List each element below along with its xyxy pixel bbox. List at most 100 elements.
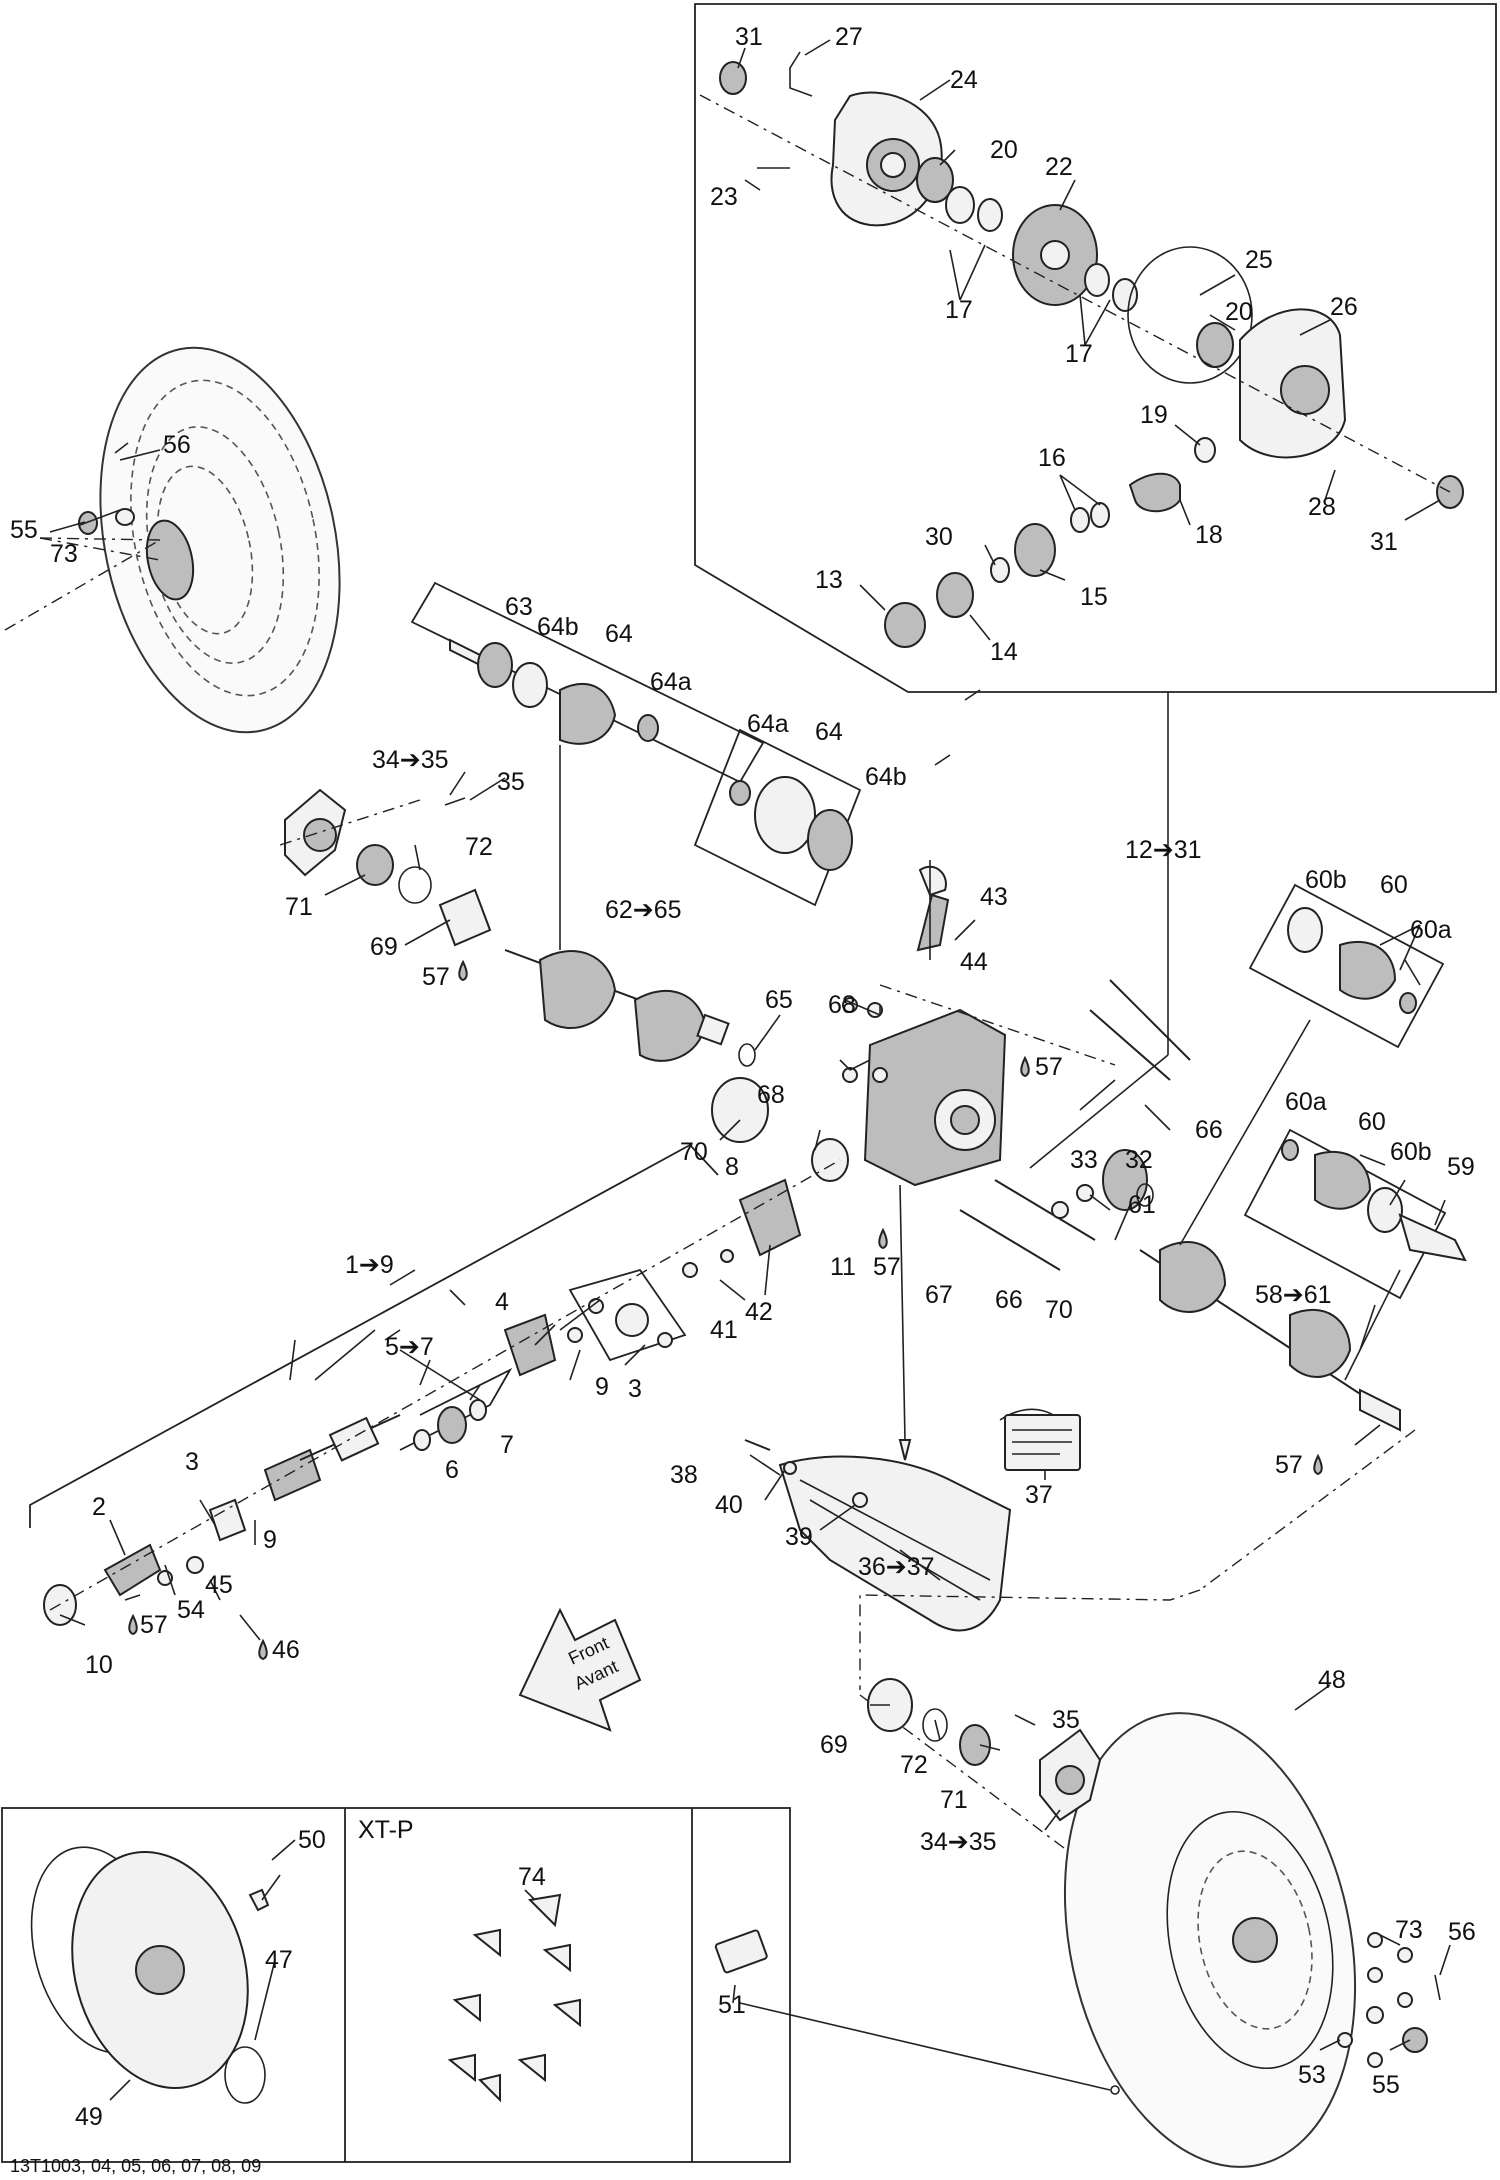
callout-15: 15 — [1080, 583, 1108, 611]
callout-63: 63 — [505, 593, 533, 621]
callout-70-right: 70 — [1045, 1296, 1073, 1324]
callout-60-mid: 60 — [1358, 1108, 1386, 1136]
callout-14: 14 — [990, 638, 1018, 666]
callout-34-35-right: 34➔35 — [920, 1828, 997, 1856]
callout-57-bottom-left: 57 — [140, 1611, 168, 1639]
front-propeller-shaft — [29, 1143, 841, 1626]
callout-53: 53 — [1298, 2061, 1326, 2089]
callout-67: 67 — [925, 1281, 953, 1309]
callout-60b-mid: 60b — [1390, 1138, 1432, 1166]
callout-74: 74 — [518, 1863, 546, 1891]
callout-57-left: 57 — [422, 963, 450, 991]
callout-43: 43 — [980, 883, 1008, 911]
callout-31-right: 31 — [1370, 528, 1398, 556]
callout-18: 18 — [1195, 521, 1223, 549]
callout-17-mid: 17 — [1065, 340, 1093, 368]
callout-60a-top: 60a — [1410, 916, 1452, 944]
callout-23: 23 — [710, 183, 738, 211]
callout-37: 37 — [1025, 1481, 1053, 1509]
callout-labels: 31 27 24 20 22 23 17 25 20 26 17 19 16 2… — [10, 23, 1476, 2131]
callout-9-left: 9 — [263, 1526, 277, 1554]
callout-26: 26 — [1330, 293, 1358, 321]
callout-27: 27 — [835, 23, 863, 51]
callout-30: 30 — [925, 523, 953, 551]
callout-57-gearbox: 57 — [873, 1253, 901, 1281]
callout-73-right: 73 — [1395, 1916, 1423, 1944]
callout-25: 25 — [1245, 246, 1273, 274]
callout-72-right: 72 — [900, 1751, 928, 1779]
callout-39: 39 — [785, 1523, 813, 1551]
drop-icon — [878, 1227, 888, 1250]
leader-lines — [49, 39, 1451, 2101]
lubrication-drops — [128, 959, 1323, 1661]
drop-icon — [1313, 1453, 1323, 1476]
differential-inset — [694, 3, 1497, 1169]
callout-24: 24 — [950, 66, 978, 94]
callout-68-mid: 68 — [757, 1081, 785, 1109]
callout-51: 51 — [718, 1991, 746, 2019]
callout-35-left: 35 — [497, 768, 525, 796]
callout-59: 59 — [1447, 1153, 1475, 1181]
callout-11: 11 — [830, 1253, 856, 1281]
drop-icon — [258, 1638, 268, 1661]
callout-55-right: 55 — [1372, 2071, 1400, 2099]
skid-plate — [744, 1408, 1081, 1632]
callout-71-right: 71 — [940, 1786, 968, 1814]
callout-49: 49 — [75, 2103, 103, 2131]
callout-5-7: 5➔7 — [385, 1333, 434, 1361]
callout-69-left: 69 — [370, 933, 398, 961]
front-left-wheel — [4, 346, 341, 734]
center-gearbox — [811, 860, 1191, 1461]
callout-60b-top: 60b — [1305, 866, 1347, 894]
callout-7: 7 — [500, 1431, 514, 1459]
callout-10: 10 — [85, 1651, 113, 1679]
callout-56-top: 56 — [163, 431, 191, 459]
callout-42: 42 — [745, 1298, 773, 1326]
callout-62-65: 62➔65 — [605, 896, 682, 924]
callout-64b-left: 64b — [537, 613, 579, 641]
callout-36-37: 36➔37 — [858, 1553, 935, 1581]
callout-69-right: 69 — [820, 1731, 848, 1759]
callout-12-31: 12➔31 — [1125, 836, 1202, 864]
callout-71-left: 71 — [285, 893, 313, 921]
callout-3-mid: 3 — [628, 1375, 642, 1403]
callout-6: 6 — [445, 1456, 459, 1484]
callout-46: 46 — [272, 1636, 300, 1664]
callout-54: 54 — [177, 1596, 205, 1624]
rear-right-wheel — [739, 1589, 1441, 2168]
callout-41: 41 — [710, 1316, 738, 1344]
callout-58-61: 58➔61 — [1255, 1281, 1332, 1309]
callout-48: 48 — [1318, 1666, 1346, 1694]
callout-73-top: 73 — [50, 540, 78, 568]
callout-64b-mid: 64b — [865, 763, 907, 791]
callout-65: 65 — [765, 986, 793, 1014]
callout-44: 44 — [960, 948, 988, 976]
callout-31-top: 31 — [735, 23, 763, 51]
callout-47: 47 — [265, 1946, 293, 1974]
callout-33: 33 — [1070, 1146, 1098, 1174]
callout-64a-mid: 64a — [747, 710, 789, 738]
callout-45: 45 — [205, 1571, 233, 1599]
callout-22: 22 — [1045, 153, 1073, 181]
callout-64-left: 64 — [605, 620, 633, 648]
variant-label: XT-P — [358, 1816, 414, 1844]
callout-20-top: 20 — [990, 136, 1018, 164]
front-direction-arrow: Front Avant — [518, 1607, 642, 1732]
callout-3-left: 3 — [185, 1448, 199, 1476]
callout-20-right: 20 — [1225, 298, 1253, 326]
callout-8: 8 — [725, 1153, 739, 1181]
callout-40: 40 — [715, 1491, 743, 1519]
callout-56-right: 56 — [1448, 1918, 1476, 1946]
callout-57-center: 57 — [1035, 1053, 1063, 1081]
callout-60a-mid: 60a — [1285, 1088, 1327, 1116]
callout-66-top: 66 — [1195, 1116, 1223, 1144]
callout-1-9: 1➔9 — [345, 1251, 394, 1279]
callout-9-mid: 9 — [595, 1373, 609, 1401]
drop-icon — [128, 1613, 138, 1636]
callout-57-right: 57 — [1275, 1451, 1303, 1479]
callout-16: 16 — [1038, 444, 1066, 472]
drawing-code: 13T1003, 04, 05, 06, 07, 08, 09 — [10, 2156, 261, 2176]
callout-66-bottom: 66 — [995, 1286, 1023, 1314]
callout-72-left: 72 — [465, 833, 493, 861]
